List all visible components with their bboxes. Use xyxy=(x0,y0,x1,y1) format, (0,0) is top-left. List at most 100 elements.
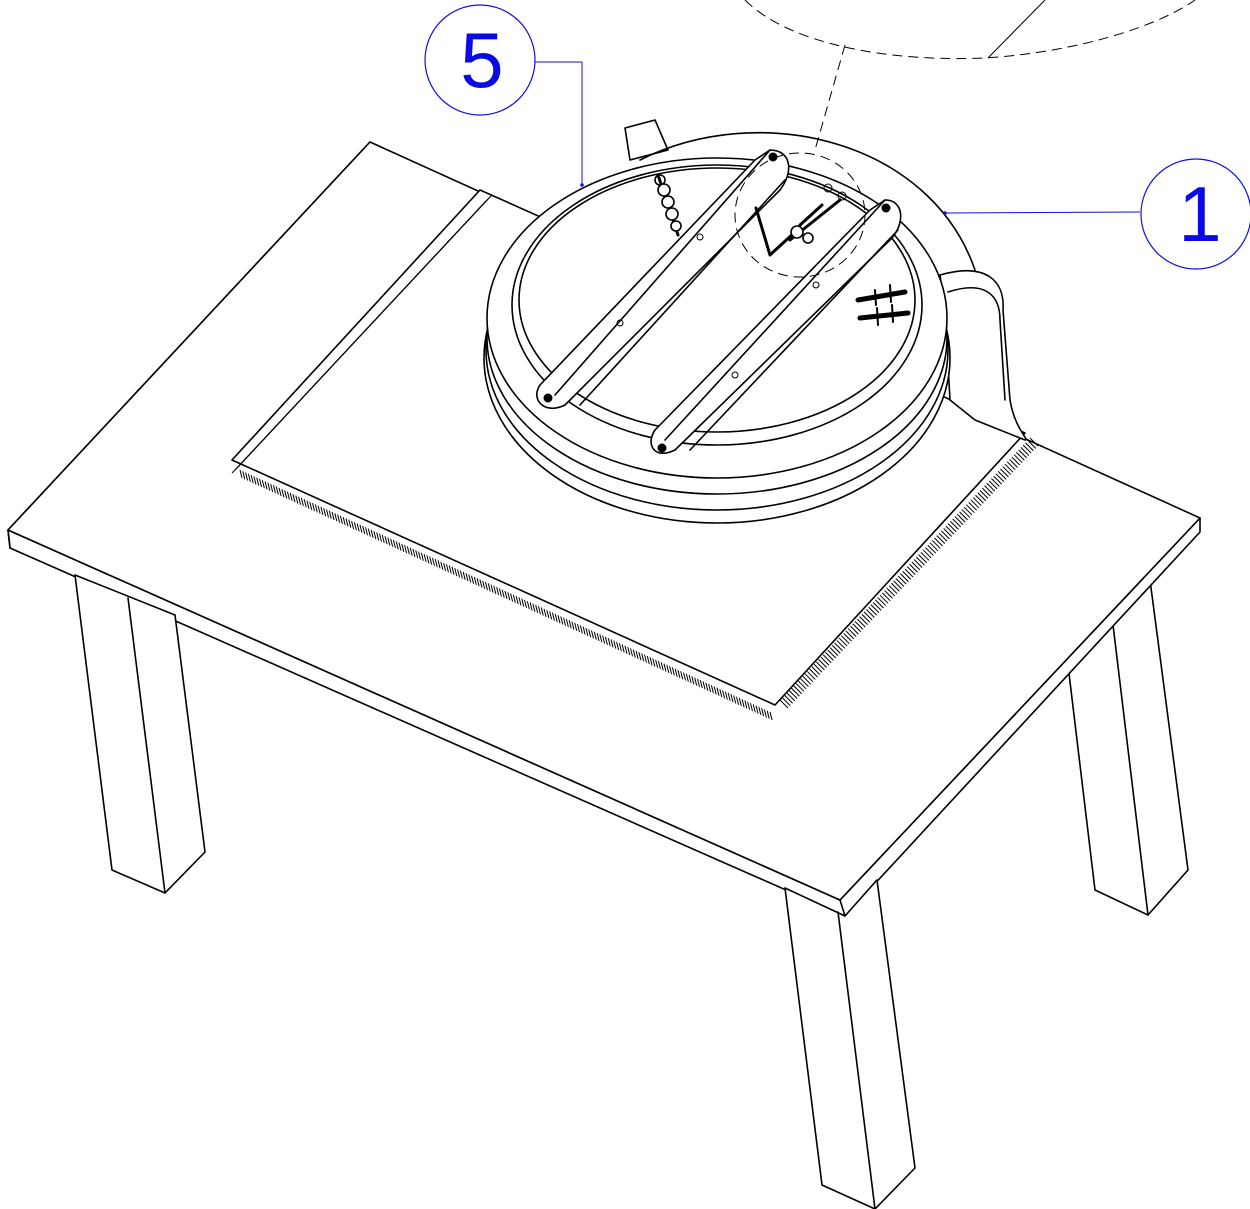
hatch-line xyxy=(916,556,925,566)
hatch-line xyxy=(356,523,360,532)
hatch-line xyxy=(710,685,714,694)
hatch-line xyxy=(877,597,887,606)
hatch-line xyxy=(800,678,809,687)
support-bar-right xyxy=(650,199,902,454)
hatch-line xyxy=(451,566,455,575)
hatch-line xyxy=(1025,442,1034,452)
hatch-line xyxy=(638,652,642,661)
hatch-line xyxy=(412,548,416,558)
hatch-line xyxy=(484,581,488,591)
hatch-line xyxy=(593,631,597,640)
hatch-line xyxy=(755,705,759,714)
hatch-line xyxy=(669,666,673,675)
hatch-line xyxy=(579,625,583,634)
hatch-line xyxy=(270,483,274,493)
hatch-line xyxy=(448,565,452,574)
hatch-line xyxy=(1020,447,1030,456)
hatch-line xyxy=(278,487,282,496)
hatch-line xyxy=(239,469,243,479)
hatch-line xyxy=(663,663,667,672)
hatch-line xyxy=(501,589,505,598)
hatch-line xyxy=(868,606,877,616)
hatch-line xyxy=(437,560,441,569)
hatch-line xyxy=(568,620,572,629)
hatch-line xyxy=(927,544,937,554)
hatch-line xyxy=(429,556,433,565)
hatch-line xyxy=(376,532,380,541)
hatch-line xyxy=(963,506,973,516)
hatch-line xyxy=(242,471,246,480)
screw-set-center xyxy=(788,183,847,244)
hatch-line xyxy=(507,592,511,601)
detail-view-outline xyxy=(744,0,1196,151)
hatch-line xyxy=(981,487,991,497)
hatch-line xyxy=(621,644,625,653)
hatch-line xyxy=(850,625,859,635)
hatch-line xyxy=(713,686,717,695)
hatch-line xyxy=(353,522,357,531)
hatch-line xyxy=(988,480,998,490)
hatch-line xyxy=(911,561,921,571)
hatch-line xyxy=(863,611,873,621)
hatch-line xyxy=(936,535,946,545)
hatch-line xyxy=(977,492,987,502)
hatch-line xyxy=(795,682,805,692)
hatch-line xyxy=(884,590,893,599)
hatch-line xyxy=(443,562,447,572)
hatch-line xyxy=(1029,437,1039,447)
hatch-line xyxy=(643,654,647,663)
hatch-line xyxy=(362,525,366,535)
hatch-line xyxy=(493,585,497,595)
hatch-line xyxy=(649,657,653,666)
hatch-line xyxy=(348,519,352,528)
hatch-line xyxy=(733,695,737,704)
hatch-line xyxy=(1022,444,1032,454)
hatch-line xyxy=(367,528,371,537)
hatch-line xyxy=(891,582,900,592)
hatch-line xyxy=(806,671,816,680)
hatch-line xyxy=(845,630,855,640)
hatch-line xyxy=(415,550,419,559)
hatch-line xyxy=(392,539,396,549)
hatch-line xyxy=(938,532,948,542)
hatch-line xyxy=(705,682,709,691)
hatch-line xyxy=(854,621,864,630)
hatch-line xyxy=(893,580,902,590)
hatch-line xyxy=(816,661,825,671)
hatch-line xyxy=(793,685,802,695)
hatch-line xyxy=(652,658,656,667)
hatch-line xyxy=(337,514,341,523)
hatch-line xyxy=(699,680,703,689)
hatch-line xyxy=(888,585,898,595)
hatch-line xyxy=(738,697,742,707)
hatch-line xyxy=(1004,463,1014,473)
hatch-line xyxy=(1013,454,1023,464)
hatch-line xyxy=(660,662,664,671)
hatch-line xyxy=(820,656,830,666)
hatch-line xyxy=(295,495,299,504)
hatch-line xyxy=(602,635,606,644)
hatch-line xyxy=(881,592,891,602)
hatch-line xyxy=(487,583,491,592)
hatch-line xyxy=(925,547,934,556)
hatch-line xyxy=(529,602,533,611)
hatch-line xyxy=(300,497,304,507)
hatch-line xyxy=(952,518,962,528)
hatch-line xyxy=(943,528,952,537)
hatch-line xyxy=(384,536,388,545)
hatch-line xyxy=(247,473,251,482)
hatch-line xyxy=(426,555,430,564)
hatch-line xyxy=(904,568,914,578)
hatch-line xyxy=(286,491,290,500)
hatch-line xyxy=(303,499,307,508)
hatch-line xyxy=(275,486,279,495)
hatch-line xyxy=(870,604,880,614)
hatch-line xyxy=(766,710,770,719)
hatch-line xyxy=(604,636,608,645)
hatch-line xyxy=(512,594,516,603)
hatch-line xyxy=(941,530,950,540)
hatch-line xyxy=(577,623,581,633)
hatch-line xyxy=(537,606,541,615)
hatch-line xyxy=(543,608,547,617)
hatch-line xyxy=(906,566,916,575)
